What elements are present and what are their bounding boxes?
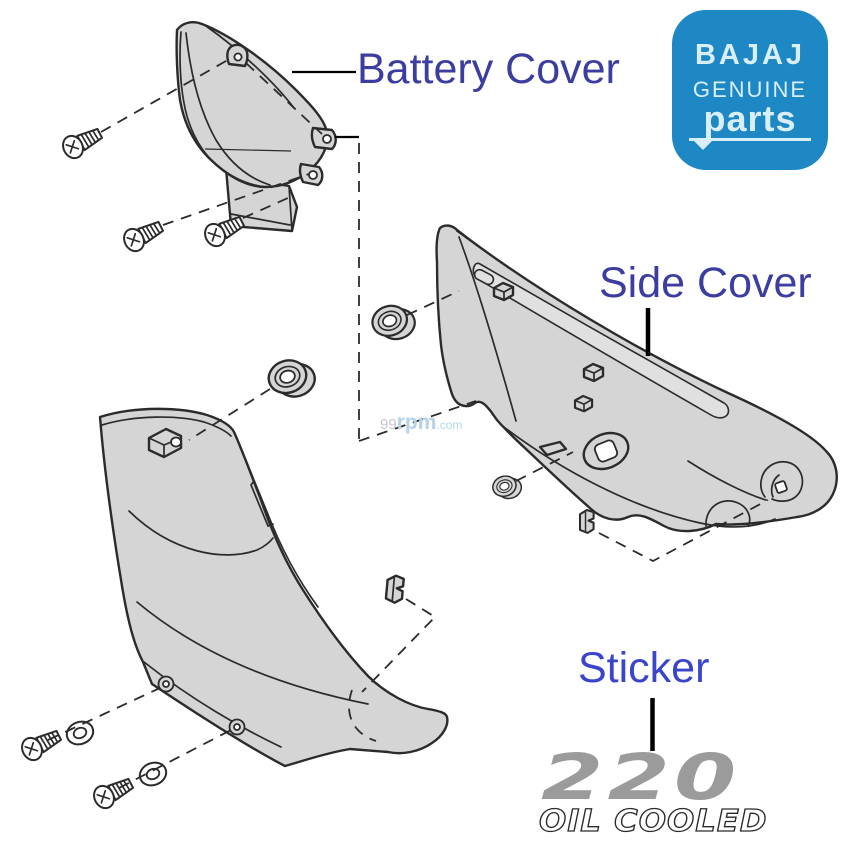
logo-underline [689, 137, 811, 150]
watermark: 99rpm.com [380, 411, 462, 434]
sticker-subtitle-text: OIL COOLED [539, 804, 768, 839]
logo-down-arrow-icon [694, 140, 712, 150]
watermark-text: 99rpm.com [380, 411, 462, 434]
grommet-medium [367, 298, 420, 347]
grommet-small [489, 471, 525, 504]
clip-side-cover [578, 508, 595, 534]
logo-parts-text: parts [703, 97, 797, 139]
washer-1 [62, 716, 98, 750]
label-leader-lines [292, 70, 655, 751]
sticker-220-graphic: 220 OIL COOLED [538, 741, 768, 839]
battery-cover-part [175, 21, 337, 189]
battery-cover-label: Battery Cover [357, 45, 620, 93]
logo-brand-text: BAJAJ [694, 38, 806, 71]
assembly-dash-lines [47, 56, 769, 789]
washer-2 [135, 757, 171, 791]
screw-battery-1 [58, 122, 106, 163]
clip-panel [384, 573, 406, 605]
screw-battery-2 [119, 215, 167, 256]
bajaj-genuine-parts-logo: BAJAJ GENUINE parts [672, 10, 828, 170]
grommet-large [263, 352, 321, 405]
screw-panel-2 [89, 772, 137, 813]
screw-panel-1 [17, 724, 65, 765]
logo-genuine-text: GENUINE [692, 76, 808, 102]
side-cover-part [435, 224, 838, 533]
sticker-label: Sticker [578, 644, 710, 692]
side-cover-label: Side Cover [599, 259, 812, 307]
screw-battery-3 [200, 210, 248, 251]
sticker-number-text: 220 [541, 741, 741, 814]
front-side-panel-part [98, 407, 449, 768]
